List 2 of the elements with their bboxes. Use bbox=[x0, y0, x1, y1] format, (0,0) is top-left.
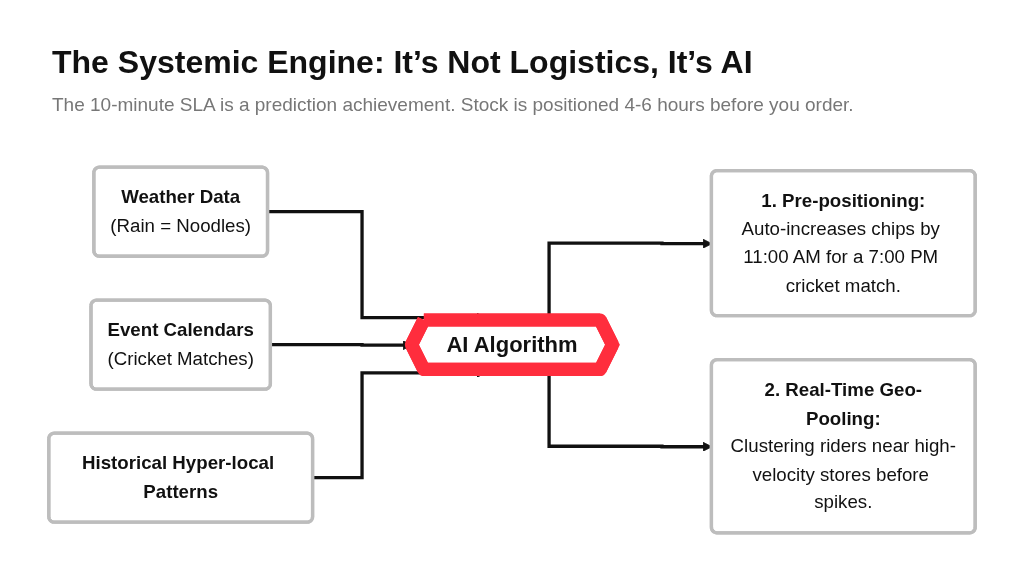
subtitle: The 10-minute SLA is a prediction achievement. Stock is positioned 4-6 hours before you order. bbox=[52, 94, 854, 116]
title: The Systemic Engine: It’s Not Logistics, It’s AI bbox=[52, 44, 753, 81]
